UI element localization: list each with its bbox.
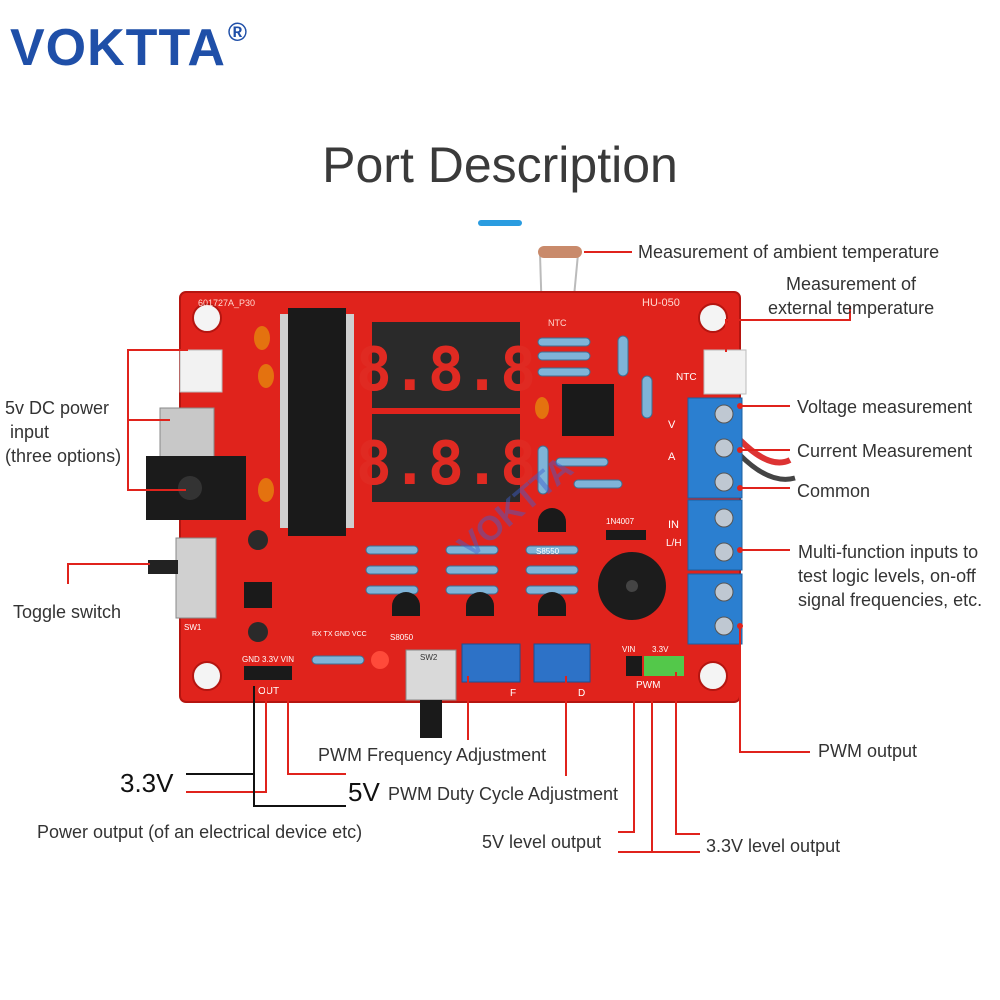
label-pwm-frequency: PWM Frequency Adjustment [318,745,547,765]
silk-sw1: SW1 [184,623,202,632]
label-5v-big: 5V [348,777,380,807]
label-dc-power-1: 5v DC power [5,398,110,418]
toggle-wire [148,560,178,574]
silk-pwm: PWM [636,680,660,691]
display-digits-top: 8.8.8 [356,335,537,405]
seven-segment-display-bottom [372,414,520,502]
power-header-pins [244,666,292,680]
registered-mark: ® [227,16,249,47]
diode [606,530,646,540]
probe-cable [737,437,792,466]
silk-in: IN [668,519,679,531]
label-toggle-switch: Toggle switch [13,602,122,622]
xh-connector-left [179,349,223,393]
label-current-measurement: Current Measurement [797,441,973,461]
label-pwm-output: PWM output [818,741,918,761]
label-external-temperature-1: Measurement of [786,274,917,294]
silk-model: 601727A_P30 [198,298,255,308]
silk-ntc: NTC [676,372,697,383]
silk-d: D [578,688,585,699]
label-ambient-temperature: Measurement of ambient temperature [638,242,940,262]
label-dc-power-2: input [10,422,50,442]
level-output-jumper [626,656,684,676]
probe-cable-black [738,453,796,482]
brand-logo: VOKTTA® [10,16,249,78]
silk-v: V [668,419,676,431]
potentiometers [461,643,591,683]
power-output-black-lines [186,686,346,807]
label-external-temperature-2: external temperature [768,298,935,318]
seven-segment-display-top [372,322,520,408]
silk-f: F [510,688,516,699]
push-button [405,649,457,738]
label-multi-function-2: test logic levels, on-off [798,566,976,586]
led [371,651,389,669]
label-power-output: Power output (of an electrical device et… [37,822,363,842]
opamp-chip [562,384,614,436]
micro-usb-port [159,407,215,459]
silk-a: A [668,451,676,463]
silk-ntc-top: NTC [548,318,567,328]
leader-dots [737,403,743,629]
silk-3v3: 3.3V [652,645,669,654]
transistors [244,508,566,616]
silk-gnd-row: GND 3.3V VIN [242,655,294,664]
leader-lines [67,251,851,853]
silk-out: OUT [258,686,279,697]
display-digits-bottom: 8.8.8 [356,429,537,499]
title-underline [478,220,522,226]
mounting-holes [192,303,728,691]
toggle-switch [175,537,217,619]
silk-lh: L/H [666,538,682,549]
silk-diode: 1N4007 [606,517,635,526]
mcu-chip [280,308,354,536]
screw-terminals [687,397,743,645]
label-3v3-level-output: 3.3V level output [706,836,841,856]
label-3v3-big: 3.3V [120,768,174,798]
silk-board-name: HU-050 [642,297,680,309]
brand-name: VOKTTA [10,19,226,77]
label-pwm-duty: PWM Duty Cycle Adjustment [388,784,619,804]
silk-s8550: S8550 [536,547,560,556]
electrolytic-capacitors [248,530,268,642]
label-common: Common [797,481,871,501]
silk-vin: VIN [622,645,636,654]
xh-connector-ntc [703,349,747,395]
silk-pins: RX TX GND VCC [312,631,367,638]
label-voltage-measurement: Voltage measurement [797,397,973,417]
silk-s8050: S8050 [390,633,414,642]
page-title: Port Description [322,137,678,193]
resistor-array [311,335,653,665]
label-5v-level-output: 5V level output [482,832,602,852]
silk-sw2: SW2 [420,653,438,662]
ceramic-capacitors [254,326,549,502]
label-multi-function-1: Multi-function inputs to [798,542,979,562]
label-multi-function-3: signal frequencies, etc. [798,590,983,610]
label-dc-power-3: (three options) [5,446,122,466]
